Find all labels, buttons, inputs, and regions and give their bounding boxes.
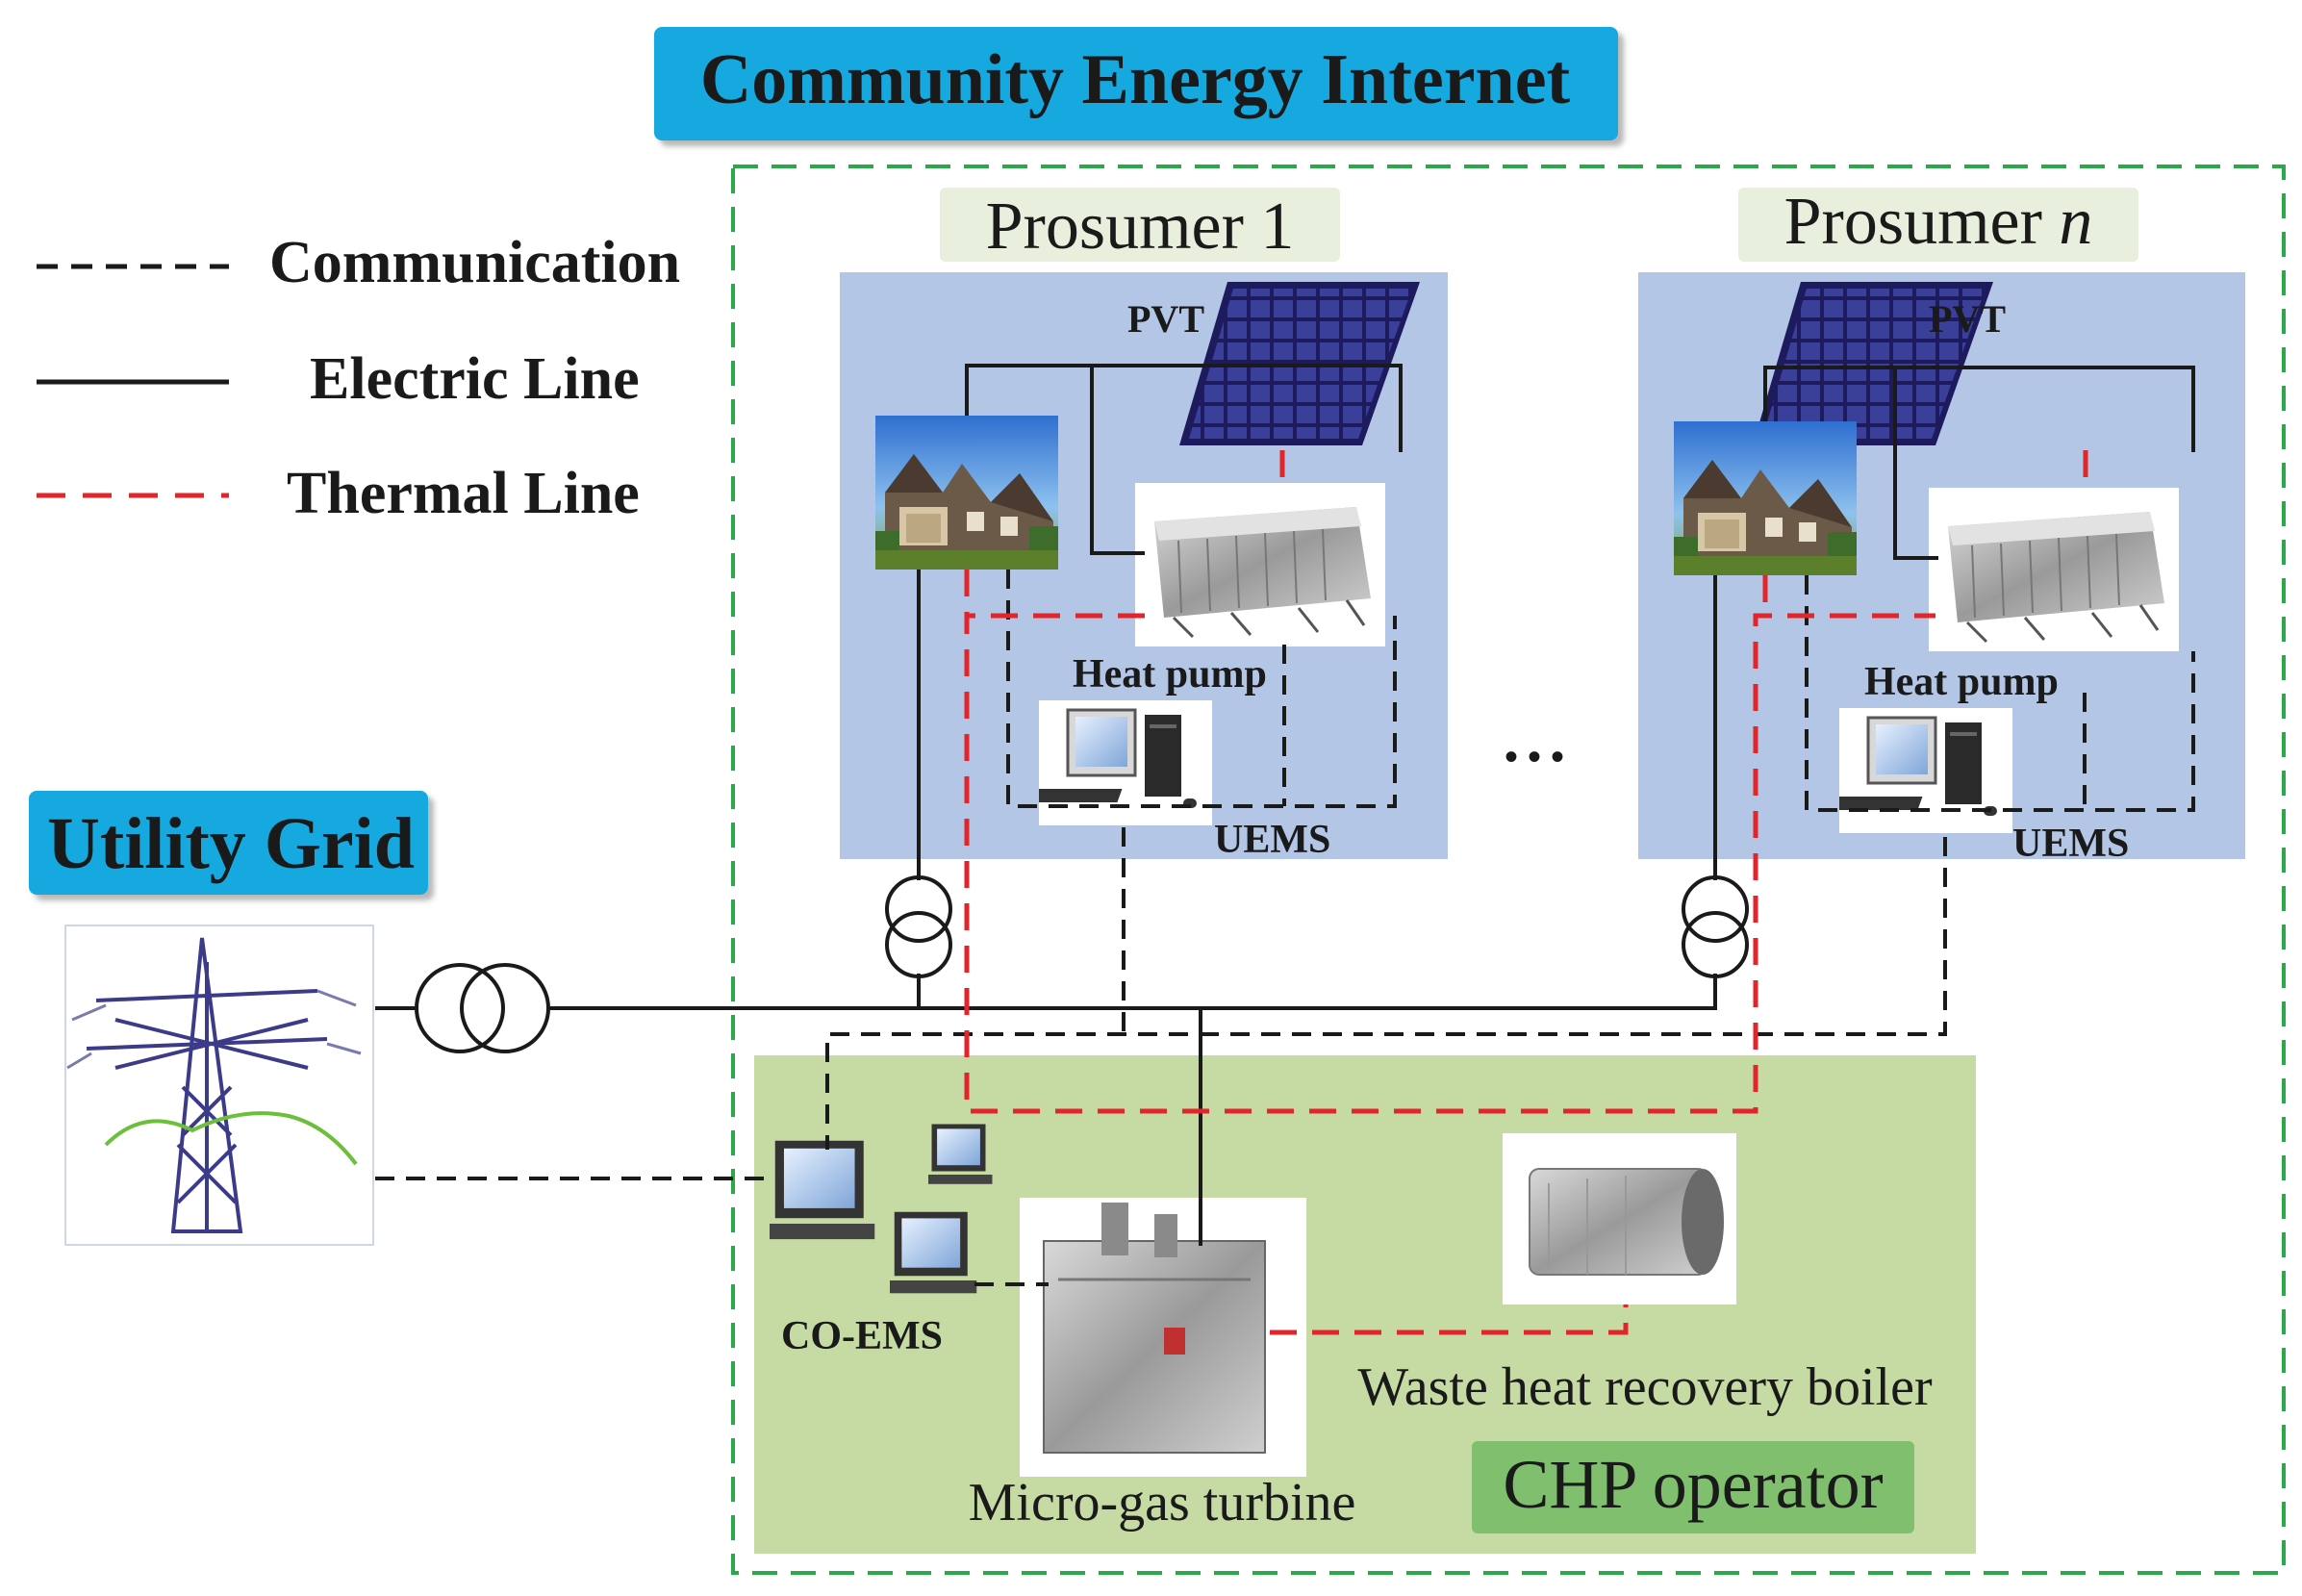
heat-pump-label: Heat pump — [1073, 652, 1267, 697]
waste-heat-boiler-icon — [1503, 1133, 1736, 1305]
legend-thermal-label: Thermal Line — [287, 461, 640, 526]
prosumer-n-title-box — [1738, 188, 2138, 262]
communication-lines — [375, 570, 2195, 1286]
house-icon — [875, 416, 1058, 570]
co-ems-label: CO-EMS — [781, 1314, 943, 1358]
prosumer-n-title: Prosumer n — [1784, 185, 2093, 259]
legend-communication-label: Communication — [269, 230, 680, 295]
transmission-tower-icon — [64, 925, 374, 1246]
co-ems-computer-icon — [890, 1211, 977, 1294]
pvt-label: PVT — [1127, 297, 1204, 341]
heat-pump-icon — [1135, 483, 1385, 646]
legend-electric-label: Electric Line — [310, 346, 640, 412]
prosumer-1-title: Prosumer 1 — [986, 190, 1295, 264]
chp-operator-label: CHP operator — [1503, 1446, 1883, 1523]
micro-gas-turbine-label: Micro-gas turbine — [969, 1473, 1356, 1533]
house-icon — [1674, 421, 1857, 575]
heat-pump-label: Heat pump — [1864, 660, 2059, 704]
electric-lines — [375, 364, 2195, 1246]
utility-grid-box — [29, 791, 428, 895]
micro-gas-turbine-icon — [1020, 1198, 1306, 1477]
co-ems-computer-icon — [928, 1124, 993, 1184]
utility-grid-label: Utility Grid — [47, 803, 415, 884]
ellipsis: • • • — [1505, 735, 1564, 778]
heat-pump-icon — [1929, 488, 2179, 651]
title-box — [654, 27, 1618, 140]
co-ems-computer-icon — [770, 1140, 875, 1240]
uems-label: UEMS — [1214, 818, 1330, 862]
waste-heat-boiler-label: Waste heat recovery boiler — [1357, 1357, 1933, 1417]
uems-computer-icon — [1839, 708, 2012, 833]
chp-operator-box — [1472, 1441, 1914, 1533]
community-boundary — [731, 165, 2286, 1575]
uems-label: UEMS — [2012, 822, 2129, 866]
pvt-label: PVT — [1929, 297, 2006, 341]
prosumer-1-title-box — [940, 188, 1340, 262]
title-text: Community Energy Internet — [700, 40, 1571, 119]
thermal-lines — [964, 450, 2088, 1335]
